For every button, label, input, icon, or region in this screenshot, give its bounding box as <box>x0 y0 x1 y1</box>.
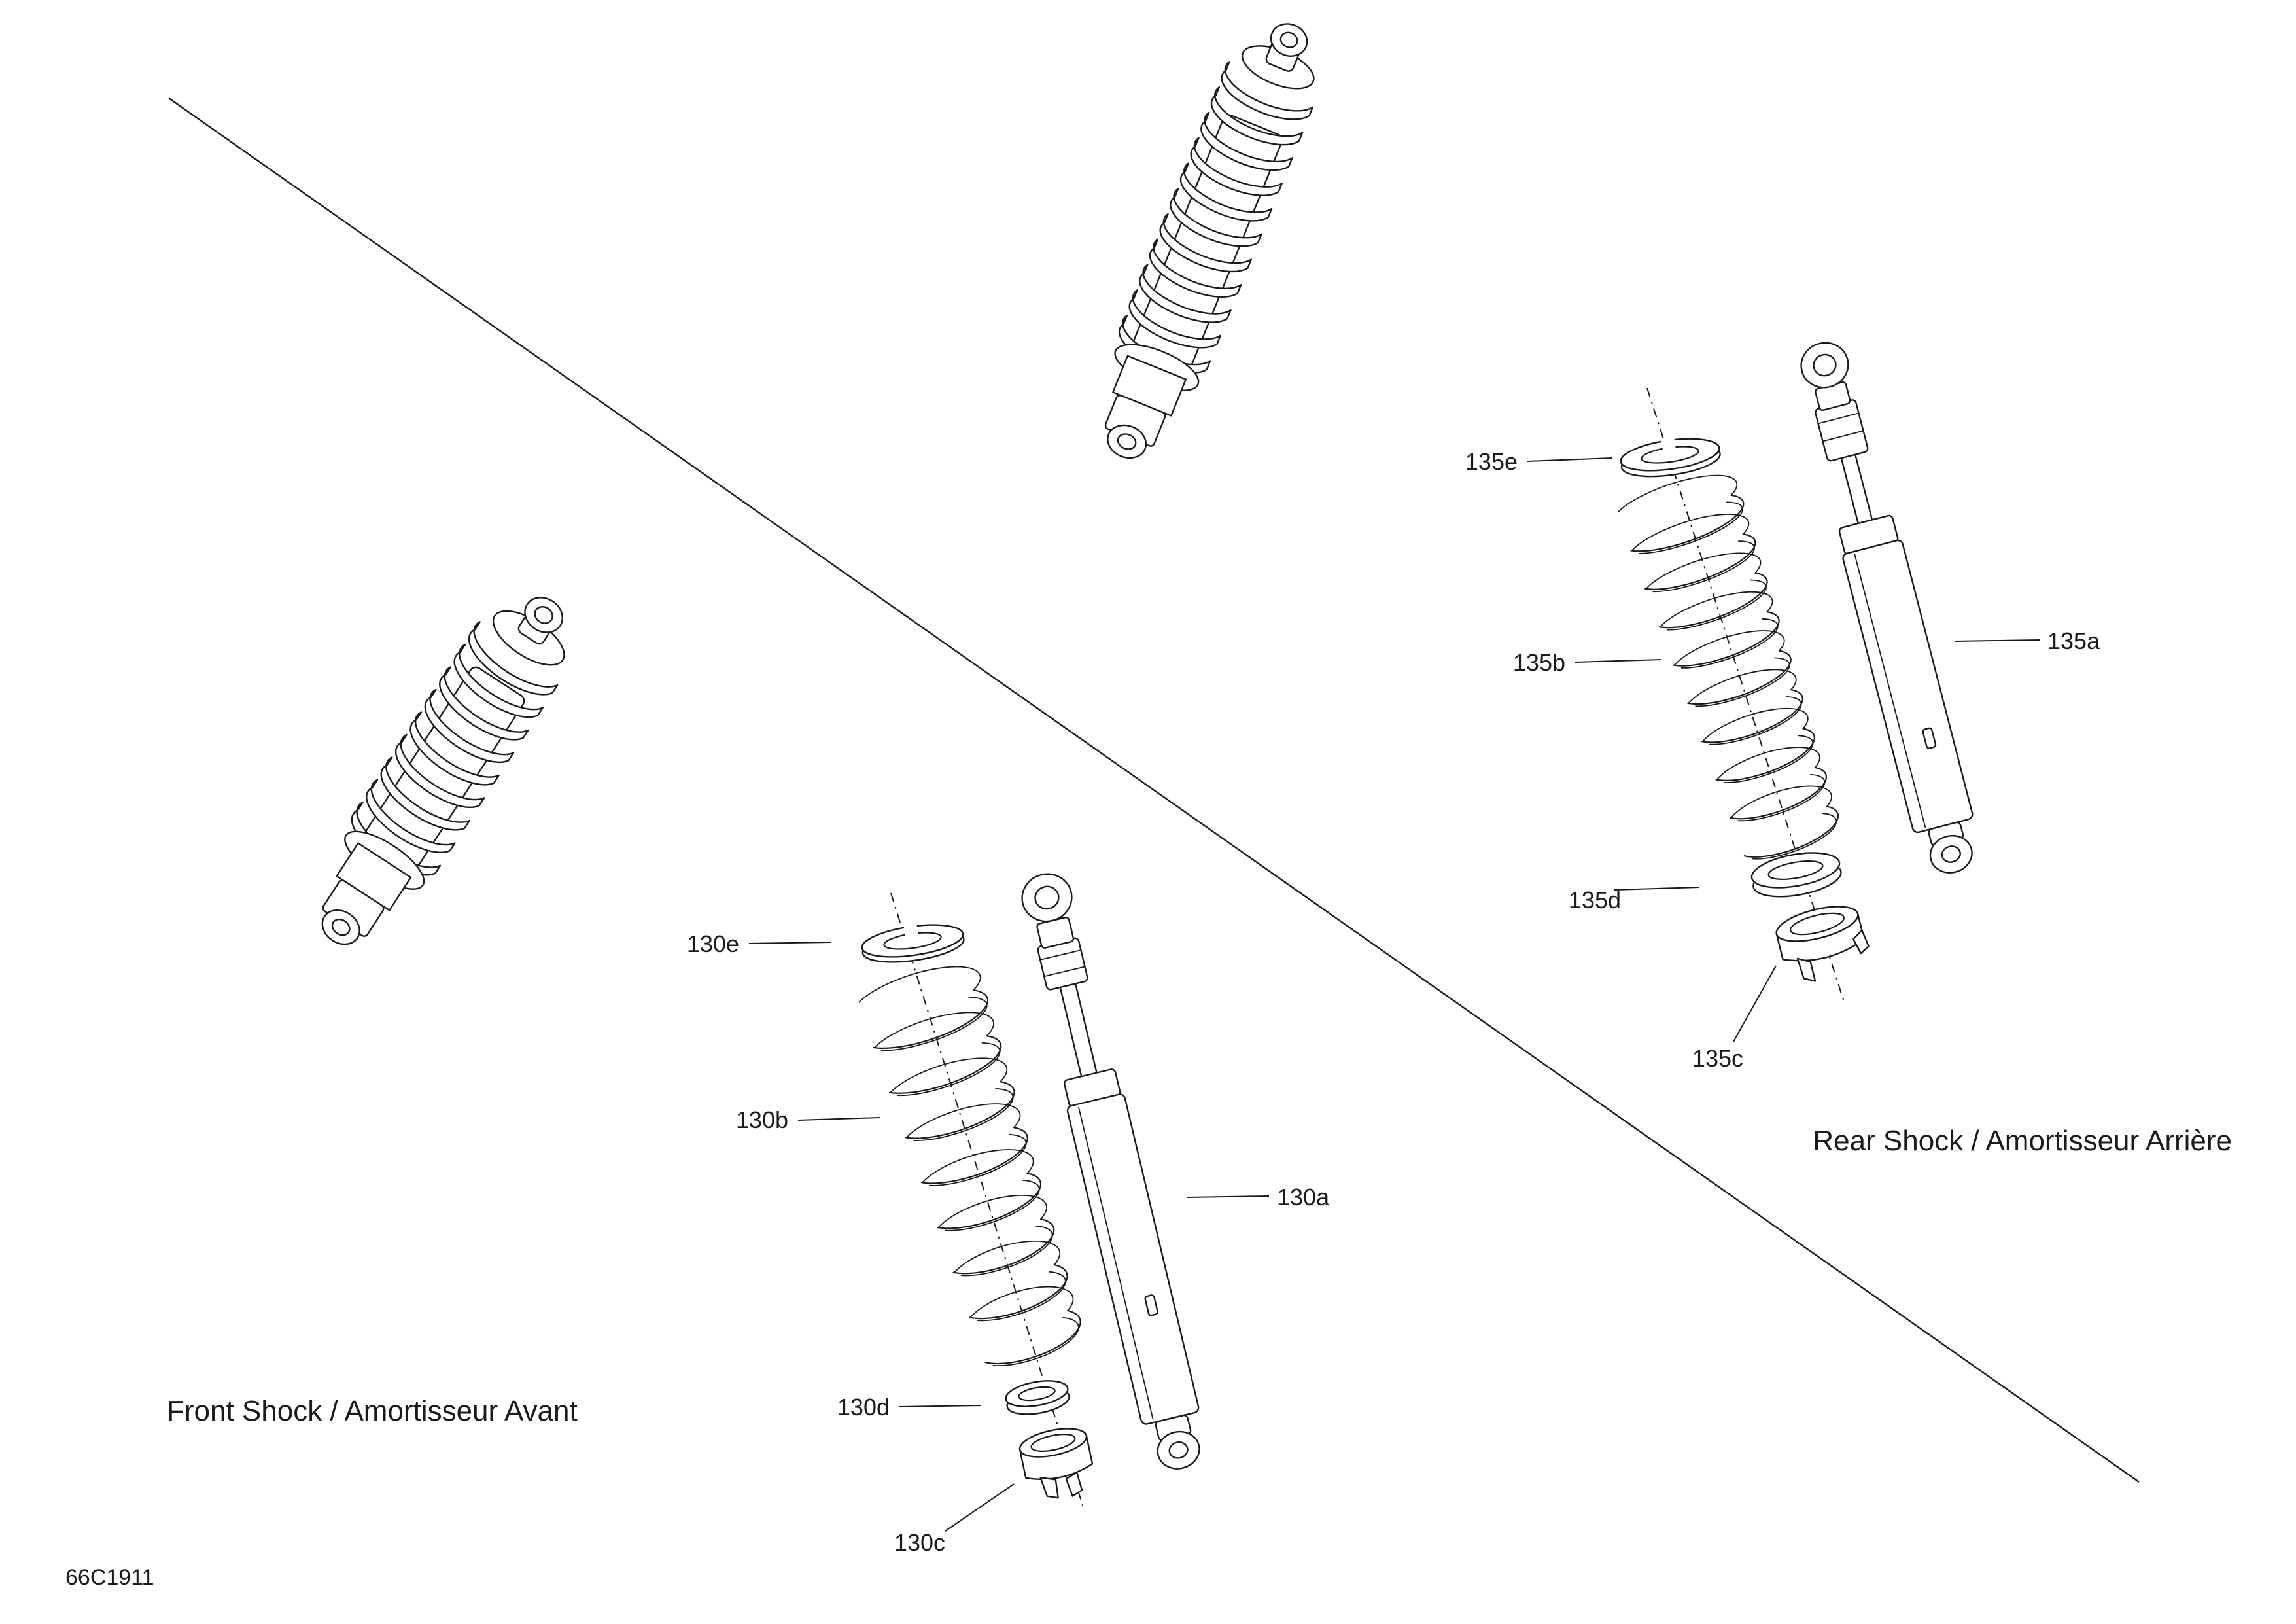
front-spring-coil-back <box>954 1240 1061 1273</box>
callout-135d: 135d <box>1569 887 1621 913</box>
rear-spring-coil-inner <box>1667 579 1767 631</box>
front-spring-coil-front <box>888 1035 1002 1094</box>
rear-spring-coil-inner <box>1737 773 1826 822</box>
rear-asm-coil <box>1221 61 1313 120</box>
rear-spring-coil-front <box>1743 805 1839 858</box>
leader-lines <box>748 457 2040 1532</box>
front-asm-coil <box>439 666 529 741</box>
front-spring-coil-front <box>920 1127 1028 1184</box>
front-asm-coil <box>424 688 515 764</box>
callout-135c: 135c <box>1692 1045 1743 1072</box>
rear-spring-coil-back <box>1674 630 1785 665</box>
figure-id: 66C1911 <box>65 1565 154 1590</box>
rear-spring-coil-front <box>1644 533 1756 590</box>
rear-spring-clip-135e-illustration <box>1620 436 1721 478</box>
rear-spring-coil-inner <box>1680 618 1779 669</box>
front-damper-130a-illustration <box>1021 873 1200 1470</box>
rear-spring-coil-front <box>1658 572 1768 629</box>
front-spring-coil-front <box>873 989 989 1049</box>
rear-spring-coil-back <box>1660 591 1773 627</box>
front-spring-seat-130d-illustration <box>1005 1380 1070 1415</box>
front-spring-coil-inner <box>897 1042 1001 1097</box>
front-spring-coil-front <box>952 1218 1055 1275</box>
front-asm-coil <box>409 711 500 786</box>
front-spring-coil-back <box>906 1103 1021 1138</box>
rear-spring-coil-inner <box>1638 501 1743 554</box>
front-spring-coil-back <box>938 1194 1047 1228</box>
front-spring-coil-inner <box>928 1133 1027 1186</box>
front-spring-coil-inner <box>880 996 988 1051</box>
front-spring-coil-back <box>922 1149 1034 1183</box>
rear-spring-coil-front <box>1701 688 1803 743</box>
callout-135b: 135b <box>1513 649 1565 676</box>
front-asm-coil <box>394 733 485 808</box>
front-asm-coil <box>453 643 544 718</box>
rear-asm-coil <box>1170 188 1262 247</box>
callout-130c: 130c <box>894 1529 945 1556</box>
rear-spring-coil-back <box>1617 474 1738 513</box>
rear-asm-coil <box>1179 162 1273 222</box>
rear-asm-coil <box>1149 238 1242 298</box>
rear-asm-coil <box>1190 137 1283 196</box>
callout-130b: 130b <box>736 1106 788 1133</box>
rear-spring-coil-front <box>1673 611 1780 667</box>
front-spring-coil-front <box>905 1081 1015 1139</box>
rear-spring-coil-back <box>1702 707 1809 742</box>
front-spring-coil-back <box>858 966 981 1003</box>
rear-spring-coil-inner <box>1652 540 1755 593</box>
rear-spring-coil-front <box>1687 650 1792 705</box>
front-spring-coil-back <box>874 1012 994 1048</box>
rear-shock-title: Rear Shock / Amortisseur Arrière <box>1813 1125 2232 1157</box>
front-spring-coil-inner <box>913 1087 1014 1141</box>
rear-spring-coil-back <box>1730 785 1832 819</box>
rear-asm-coil <box>1128 289 1221 349</box>
rear-spring-coil-inner <box>1709 696 1802 745</box>
rear-asm-coil <box>1200 111 1293 171</box>
rear-damper-135a-illustration <box>1800 342 1974 874</box>
front-asm-coil <box>380 756 471 831</box>
front-asm-coil <box>366 779 456 853</box>
front-shock-assembled-illustration <box>321 597 565 945</box>
front-spring-coil-inner <box>977 1271 1066 1322</box>
rear-spring-coil-back <box>1688 669 1797 704</box>
rear-shock-assembled-illustration <box>1104 23 1315 459</box>
rear-asm-coil <box>1139 264 1232 323</box>
callout-130e: 130e <box>687 930 739 957</box>
rear-spring-coil-front <box>1715 728 1815 781</box>
callout-135e: 135e <box>1465 448 1518 475</box>
front-spring-coil-front <box>984 1309 1081 1365</box>
front-shock-title: Front Shock / Amortisseur Avant <box>167 1395 578 1427</box>
front-spring-coil-inner <box>992 1316 1079 1366</box>
callout-135a: 135a <box>2047 627 2100 654</box>
rear-spring-coil-front <box>1730 766 1828 820</box>
rear-adjuster-collar-135c-illustration <box>1775 906 1870 982</box>
rear-coil-spring-135b-illustration <box>1617 474 1839 860</box>
rear-spring-coil-inner <box>1723 735 1814 783</box>
front-spring-coil-back <box>970 1286 1074 1318</box>
front-spring-coil-inner <box>945 1179 1040 1231</box>
front-spring-coil-front <box>969 1264 1068 1320</box>
rear-asm-coil <box>1159 213 1252 273</box>
front-adjuster-collar-130c-illustration <box>1018 1428 1094 1499</box>
callout-130a: 130a <box>1277 1184 1330 1210</box>
rear-spring-coil-back <box>1631 514 1750 551</box>
rear-spring-coil-front <box>1630 494 1745 552</box>
front-spring-coil-inner <box>960 1225 1053 1277</box>
rear-spring-coil-back <box>1716 747 1820 780</box>
front-asm-coil <box>468 621 559 696</box>
rear-spring-seat-135d-illustration <box>1750 852 1842 898</box>
group-separator-line <box>168 97 2140 1483</box>
front-coil-spring-130b-illustration <box>858 966 1081 1366</box>
rear-spring-coil-inner <box>1751 813 1837 860</box>
front-spring-clip-130e-illustration <box>861 923 965 963</box>
callout-130d: 130d <box>837 1394 890 1421</box>
front-spring-coil-front <box>937 1173 1042 1229</box>
front-spring-coil-back <box>890 1057 1008 1093</box>
rear-spring-coil-inner <box>1695 657 1790 707</box>
rear-asm-coil <box>1210 86 1304 146</box>
rear-spring-coil-back <box>1645 552 1762 590</box>
